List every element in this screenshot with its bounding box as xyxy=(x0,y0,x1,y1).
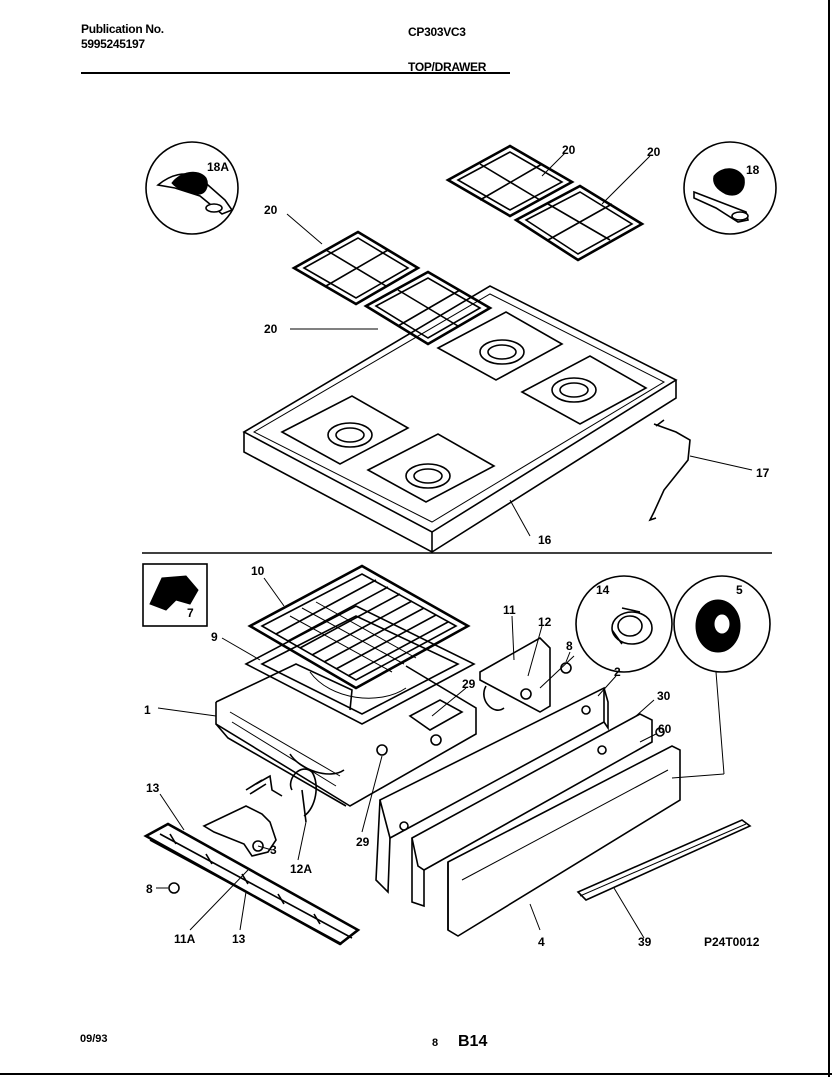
callout-4: 4 xyxy=(538,935,545,949)
callout-18a: 18A xyxy=(207,160,229,174)
door-liner xyxy=(411,713,653,908)
grate-right-rear xyxy=(445,144,575,218)
callout-13-upper: 13 xyxy=(146,781,160,795)
callout-7: 7 xyxy=(187,606,194,620)
callout-17: 17 xyxy=(756,466,770,480)
callout-12: 12 xyxy=(538,615,552,629)
callout-11a: 11A xyxy=(174,932,196,946)
support-rod xyxy=(648,419,691,522)
callout-13-lower: 13 xyxy=(232,932,246,946)
diagram-code: P24T0012 xyxy=(704,935,760,949)
grate-left-front xyxy=(363,270,493,346)
detail-box-7 xyxy=(142,563,208,627)
detail-circle-5 xyxy=(673,575,771,673)
valve-assembly xyxy=(202,744,388,857)
publication-label: Publication No. xyxy=(81,22,164,36)
callout-20-lower-left: 20 xyxy=(264,322,278,336)
callout-29-lower: 29 xyxy=(356,835,370,849)
callout-20-left: 20 xyxy=(264,203,278,217)
section-title: TOP/DRAWER xyxy=(408,60,487,74)
leader-lines xyxy=(156,152,753,939)
callout-8-lower: 8 xyxy=(146,882,153,896)
callout-60: 60 xyxy=(658,722,672,736)
drawer-front xyxy=(447,727,681,937)
callout-20-top-right: 20 xyxy=(562,143,576,157)
valve-bracket xyxy=(479,637,572,713)
publication-number: 5995245197 xyxy=(81,37,145,51)
callout-39: 39 xyxy=(638,935,652,949)
callout-8-upper: 8 xyxy=(566,639,573,653)
footer-page-number: 8 xyxy=(432,1037,439,1049)
callout-11: 11 xyxy=(503,603,516,617)
callout-5: 5 xyxy=(736,583,743,597)
callout-18: 18 xyxy=(746,163,760,177)
detail-circle-18 xyxy=(683,141,777,235)
footer-page-code: B14 xyxy=(458,1033,488,1050)
control-panel xyxy=(375,686,609,894)
grill-pan xyxy=(244,605,476,725)
detail-circle-14 xyxy=(575,575,673,673)
callout-1: 1 xyxy=(144,703,151,717)
detail-circle-18a xyxy=(145,141,239,235)
footer-date: 09/93 xyxy=(80,1033,108,1045)
cooktop-main-top xyxy=(242,285,678,553)
callout-16: 16 xyxy=(538,533,552,547)
support-rail xyxy=(143,822,361,946)
grate-left-rear xyxy=(291,230,421,306)
callout-20-far-right: 20 xyxy=(647,145,661,159)
callout-29-upper: 29 xyxy=(462,677,476,691)
grate-right-front xyxy=(513,184,645,262)
grill-grate xyxy=(247,564,471,690)
callout-2: 2 xyxy=(614,665,621,679)
callout-30: 30 xyxy=(657,689,671,703)
callout-9: 9 xyxy=(211,630,218,644)
model-number: CP303VC3 xyxy=(408,25,466,39)
callout-12a: 12A xyxy=(290,862,312,876)
callout-14: 14 xyxy=(596,583,610,597)
trim-strip xyxy=(576,819,752,901)
callout-3: 3 xyxy=(270,843,277,857)
burner-box xyxy=(215,663,477,807)
callout-10: 10 xyxy=(251,564,265,578)
